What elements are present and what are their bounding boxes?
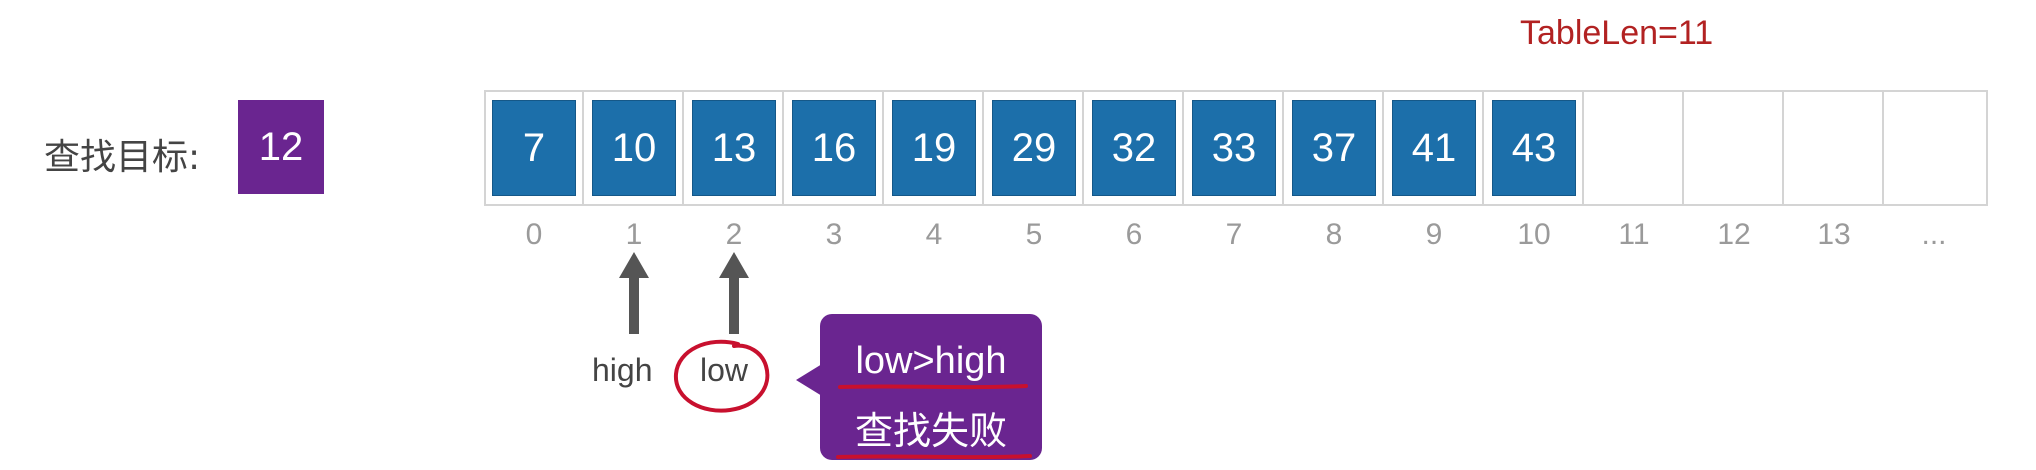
array-index-label: 0: [525, 218, 543, 251]
array-index-label: 6: [1125, 218, 1143, 251]
array-cell: 19: [884, 90, 984, 206]
array-cell-value: 33: [1192, 100, 1276, 196]
low-pointer-arrow-icon: [719, 252, 749, 334]
array-index-label: 2: [725, 218, 743, 251]
high-pointer-arrow-icon: [619, 252, 649, 334]
table-length-label: TableLen=11: [1520, 14, 1714, 52]
array-frame: [484, 90, 1988, 206]
array-cell-value: 29: [992, 100, 1076, 196]
array-cell: 32: [1084, 90, 1184, 206]
array-cell-value: 41: [1392, 100, 1476, 196]
array-cell: 13: [684, 90, 784, 206]
low-pointer-label: low: [700, 352, 749, 388]
array-cell: 10: [584, 90, 684, 206]
array-cell: [1884, 90, 1984, 206]
search-target-value: 12: [238, 100, 324, 194]
array-cell-value: 32: [1092, 100, 1176, 196]
array-cell: [1584, 90, 1684, 206]
array-cell: [1684, 90, 1784, 206]
array-index-label: 8: [1325, 218, 1343, 251]
array-cell: 43: [1484, 90, 1584, 206]
array-index-label: 5: [1025, 218, 1043, 251]
callout-tail: [796, 364, 822, 396]
array-index-label: 1: [625, 218, 643, 251]
array-cell-value: 43: [1492, 100, 1576, 196]
array-index-label: 11: [1618, 218, 1650, 251]
array-cell: 7: [484, 90, 584, 206]
array-cell: 37: [1284, 90, 1384, 206]
array-index-label: 9: [1425, 218, 1443, 251]
array-cell-value: 10: [592, 100, 676, 196]
array-cell-value: 16: [792, 100, 876, 196]
array-index-label: ...: [1921, 218, 1947, 251]
array-index-label: 12: [1717, 218, 1751, 251]
array-index-label: 7: [1225, 218, 1243, 251]
array-cell-value: 13: [692, 100, 776, 196]
array-cell-value: 7: [492, 100, 576, 196]
array-index-label: 4: [925, 218, 943, 251]
callout-result: 查找失败: [854, 409, 1007, 453]
high-pointer-label: high: [592, 352, 653, 388]
array-cell: [1784, 90, 1884, 206]
underline-annotation: [836, 454, 1032, 460]
array-cell-value: 37: [1292, 100, 1376, 196]
array-cell: 29: [984, 90, 1084, 206]
underline-annotation: [838, 384, 1028, 390]
array-index-label: 10: [1517, 218, 1551, 251]
callout-condition: low>high: [855, 340, 1007, 382]
array-cell: 41: [1384, 90, 1484, 206]
low-circle-annotation: [673, 339, 770, 413]
array-index-label: 3: [825, 218, 843, 251]
array-cell: 33: [1184, 90, 1284, 206]
array-cell: 16: [784, 90, 884, 206]
array-cell-value: 19: [892, 100, 976, 196]
search-target-label: 查找目标:: [44, 137, 201, 178]
array-index-label: 13: [1817, 218, 1851, 251]
